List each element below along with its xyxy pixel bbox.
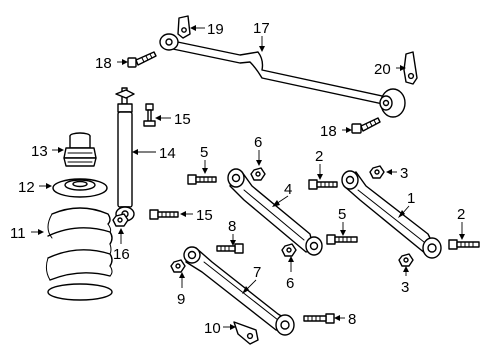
callout-1: 1	[407, 190, 415, 207]
nut-6-upper	[250, 167, 266, 181]
lower-control-arm	[183, 246, 295, 336]
callout-2-upper: 2	[315, 148, 323, 165]
callout-9: 9	[177, 291, 185, 308]
coil-spring	[45, 207, 113, 301]
callout-12: 12	[18, 179, 35, 196]
bolt-18-lower	[351, 117, 381, 134]
leader-lines	[31, 25, 465, 330]
bolt-8-lower	[303, 313, 335, 324]
bolt-18-upper	[127, 51, 157, 68]
nut-9	[170, 259, 186, 273]
callout-8-upper: 8	[228, 218, 236, 235]
callout-6-lower: 6	[286, 275, 294, 292]
callout-16: 16	[113, 246, 130, 263]
bolt-15-upper	[143, 103, 156, 127]
callout-15-lower: 15	[196, 207, 213, 224]
callout-20: 20	[374, 61, 391, 78]
callout-17: 17	[253, 20, 270, 37]
callout-10: 10	[204, 320, 221, 337]
callout-3-upper: 3	[400, 165, 408, 182]
callout-15-upper: 15	[174, 111, 191, 128]
callout-5-right: 5	[338, 206, 346, 223]
bolt-5-left	[187, 174, 217, 185]
callout-labels: 17 19 18 20 18 15 13 14 12 11 16 15 5 6 …	[10, 20, 465, 337]
callout-14: 14	[159, 145, 176, 162]
spring-isolator	[52, 178, 108, 198]
track-bar-bracket-right	[403, 51, 418, 85]
bolt-2-lower	[448, 239, 480, 250]
track-bar	[159, 33, 406, 118]
upper-control-arm-left	[227, 168, 323, 256]
bolt-15-lower	[149, 209, 179, 220]
nut-6-lower	[281, 243, 297, 257]
nut-3-lower	[398, 253, 414, 267]
callout-5-left: 5	[200, 144, 208, 161]
nut-16	[112, 213, 129, 227]
track-bar-bracket-left	[177, 15, 191, 39]
callout-18-upper: 18	[95, 55, 112, 72]
callout-2-lower: 2	[457, 206, 465, 223]
callout-4: 4	[284, 181, 292, 198]
callout-3-lower: 3	[401, 279, 409, 296]
bolt-2-upper	[308, 179, 338, 190]
nut-3-upper	[369, 165, 385, 179]
shock-absorber	[115, 87, 135, 222]
bolt-5-right	[326, 234, 358, 245]
callout-6-upper: 6	[254, 134, 262, 151]
lower-arm-bracket	[233, 321, 259, 345]
upper-control-arm-right	[341, 170, 442, 259]
bolt-8-upper	[216, 243, 244, 254]
callout-19: 19	[207, 21, 224, 38]
callout-18-lower: 18	[320, 123, 337, 140]
jounce-bumper	[63, 132, 97, 167]
callout-8-lower: 8	[348, 311, 356, 328]
callout-11: 11	[10, 225, 26, 242]
callout-7: 7	[253, 264, 261, 281]
callout-13: 13	[31, 143, 48, 160]
